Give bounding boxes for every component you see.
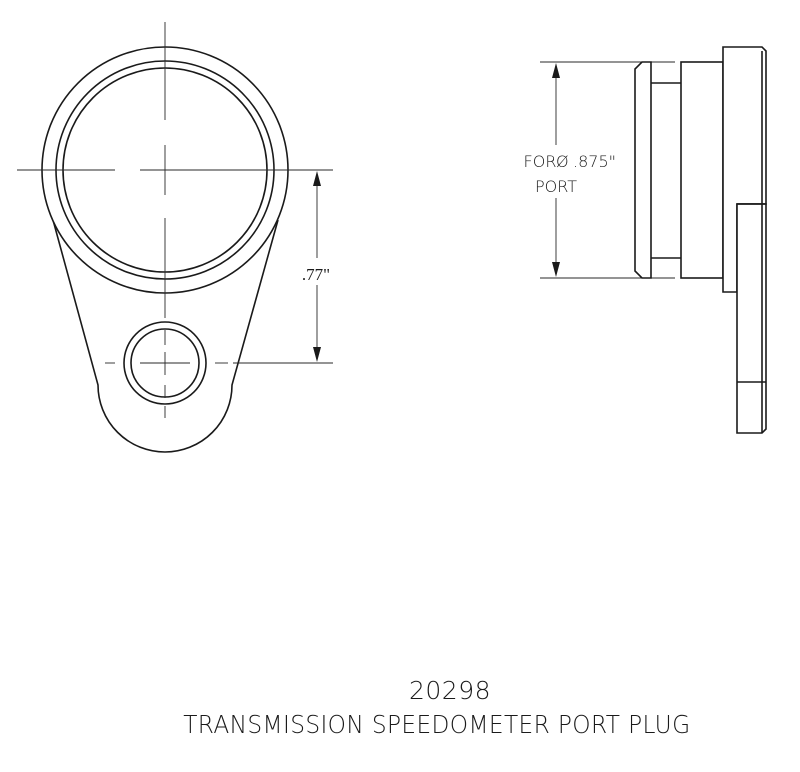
port-diameter-value: .875" (573, 152, 616, 171)
bolt-hole-outer-circle (123, 321, 207, 405)
o-ring-groove (651, 82, 681, 259)
arrow-up-icon (552, 63, 560, 78)
part-number: 20298 (408, 676, 492, 705)
arrow-up-icon (313, 171, 321, 186)
front-view: .77" (17, 22, 333, 453)
tab-outline (52, 219, 279, 453)
arrow-down-icon (552, 262, 560, 277)
plug-body (680, 61, 724, 279)
side-view: FOR Ø .875" PORT (524, 46, 767, 434)
part-name: TRANSMISSION SPEEDOMETER PORT PLUG (183, 710, 691, 739)
plug-chamfer-lip (634, 61, 652, 279)
center-distance-dimension: .77" (302, 265, 330, 284)
arrow-down-icon (313, 347, 321, 362)
port-dimension-line2: PORT (535, 177, 577, 196)
port-diameter-symbol: Ø (556, 152, 569, 171)
port-dimension-line1: FOR (524, 152, 557, 171)
